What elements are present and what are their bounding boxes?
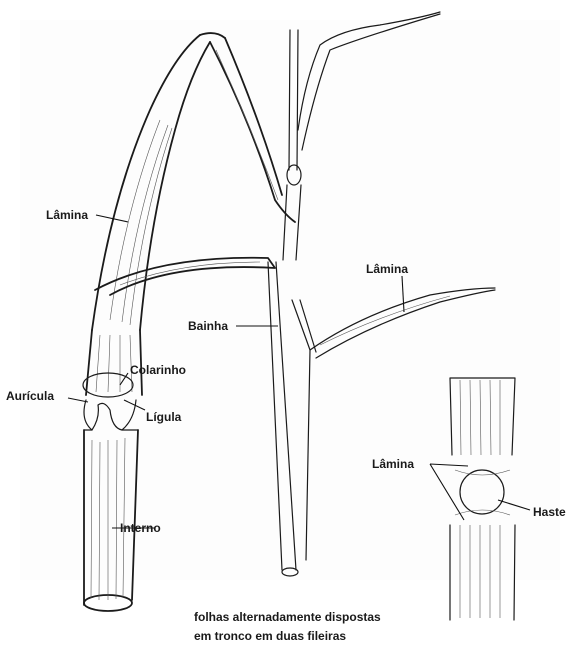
label-colarinho: Colarinho bbox=[130, 363, 186, 377]
label-lamina-main: Lâmina bbox=[46, 208, 88, 222]
label-bainha: Bainha bbox=[188, 319, 228, 333]
label-haste: Haste bbox=[533, 505, 566, 519]
label-auricula: Aurícula bbox=[6, 389, 54, 403]
label-lamina-detail: Lâmina bbox=[372, 457, 414, 471]
caption-line-1: folhas alternadamente dispostas bbox=[194, 610, 381, 624]
caption-line-2: em tronco em duas fileiras bbox=[194, 629, 346, 643]
label-interno: Interno bbox=[120, 521, 161, 535]
label-ligula: Lígula bbox=[146, 410, 182, 424]
label-lamina-right: Lâmina bbox=[366, 262, 408, 276]
